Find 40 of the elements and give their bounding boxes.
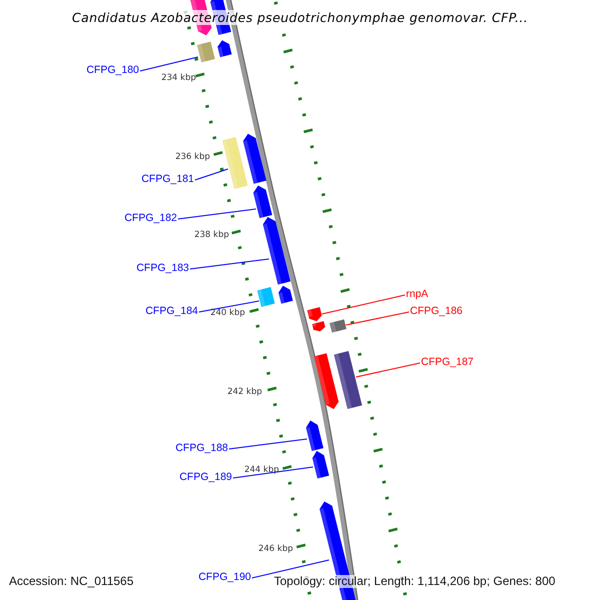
info-text: Topology: circular; Length: 1,114,206 bp; Genes: 800 xyxy=(274,575,556,588)
gene-label: CFPG_186 xyxy=(410,304,463,318)
gene-feature xyxy=(197,42,215,62)
gene-feature xyxy=(253,185,272,218)
gene-label: CFPG_181 xyxy=(141,172,194,186)
gene-label: CFPG_188 xyxy=(175,442,228,454)
leader-line xyxy=(178,208,256,220)
gene-label: CFPG_184 xyxy=(145,304,198,318)
scale-label: 242 kbp xyxy=(227,386,262,399)
leader-line xyxy=(232,466,314,478)
scale-label: 240 kbp xyxy=(210,307,245,320)
gene-label: CFPG_182 xyxy=(124,212,177,224)
leader-line xyxy=(252,560,330,578)
gene-label: CFPG_190 xyxy=(198,570,251,584)
leader-line xyxy=(198,300,260,312)
leader-line xyxy=(194,168,228,180)
gene-label: CFPG_180 xyxy=(86,64,139,76)
gene-feature xyxy=(307,307,322,322)
scale-label: 236 kbp xyxy=(175,151,210,164)
gene-feature xyxy=(312,450,330,479)
gene-feature xyxy=(334,351,362,409)
scale-label: 244 kbp xyxy=(244,464,279,477)
gene-feature xyxy=(262,217,291,285)
gene-feature xyxy=(222,137,248,189)
info-text: Accession: NC_011565 xyxy=(9,575,134,588)
scale-label: 234 kbp xyxy=(161,72,196,85)
gene-label: CFPG_189 xyxy=(179,470,232,484)
gene-feature xyxy=(306,420,324,451)
leader-line xyxy=(140,56,198,72)
leader-line xyxy=(190,258,270,270)
leader-line xyxy=(322,294,406,314)
scale-label: 246 kbp xyxy=(258,543,293,556)
gene-label: rnpA xyxy=(406,288,428,300)
gene-label: CFPG_187 xyxy=(421,356,474,368)
leader-line xyxy=(228,438,308,450)
gene-feature xyxy=(330,319,346,333)
gene-feature xyxy=(257,287,275,307)
leader-line xyxy=(346,312,410,326)
scale-label: 238 kbp xyxy=(194,229,229,242)
gene-label: CFPG_183 xyxy=(136,262,189,274)
